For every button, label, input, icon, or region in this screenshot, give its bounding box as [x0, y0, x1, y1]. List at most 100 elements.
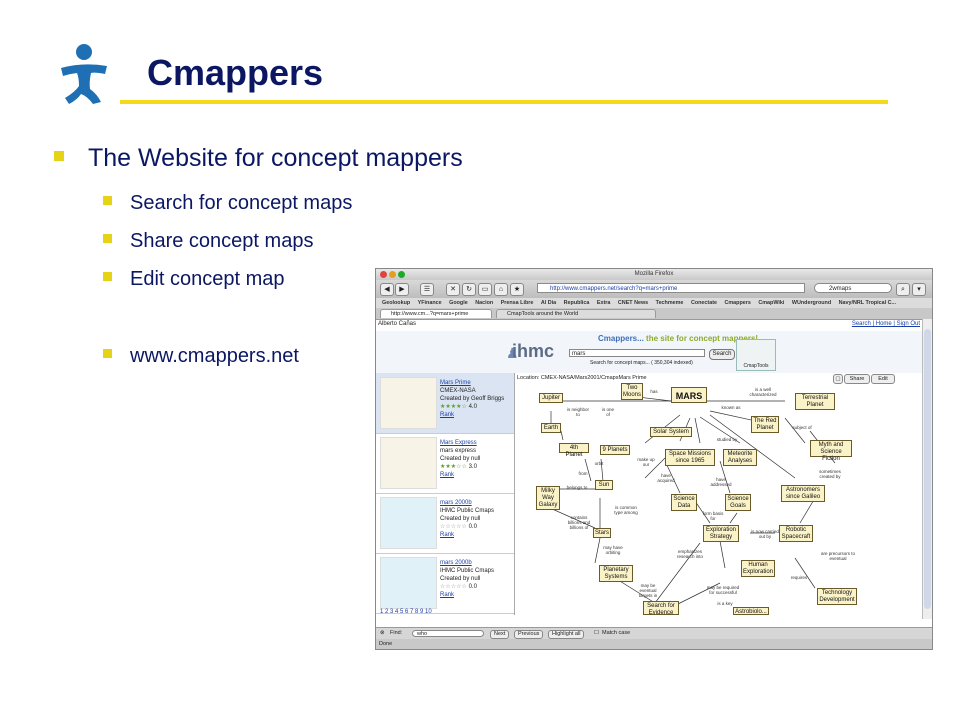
- result-title[interactable]: mars 2000b: [440, 500, 472, 506]
- link-phrase[interactable]: subject of: [792, 425, 812, 430]
- edit-button[interactable]: Edit: [871, 374, 895, 384]
- search-button[interactable]: Search: [709, 349, 735, 360]
- bookmark-icon[interactable]: ★: [510, 283, 524, 296]
- link-phrase[interactable]: have addressed: [710, 477, 732, 487]
- forward-arrow-icon[interactable]: ▶: [395, 283, 409, 296]
- bookmark-item[interactable]: WUnderground: [791, 300, 832, 306]
- vertical-scrollbar[interactable]: [922, 319, 932, 619]
- reload-icon[interactable]: ↻: [462, 283, 476, 296]
- concept-node[interactable]: Earth: [541, 423, 561, 433]
- stop-icon[interactable]: ✕: [446, 283, 460, 296]
- search-engine-input[interactable]: 2wmaps: [814, 283, 892, 293]
- tab-search[interactable]: http://www.cm...?q=mars+prime: [380, 309, 492, 318]
- link-phrase[interactable]: has: [650, 389, 658, 394]
- link-phrase[interactable]: is now carried out by: [751, 529, 779, 539]
- rank-link[interactable]: Rank: [440, 472, 455, 478]
- concept-node[interactable]: Search for Evidence: [643, 601, 679, 616]
- link-phrase[interactable]: is one of: [601, 407, 614, 417]
- bookmark-item[interactable]: CNET News: [617, 300, 649, 306]
- find-input[interactable]: who: [412, 630, 484, 637]
- link-phrase[interactable]: is a key: [717, 601, 733, 606]
- link-phrase[interactable]: contains billions and billions of: [567, 515, 591, 530]
- bookmark-item[interactable]: Republica: [563, 300, 590, 306]
- bookmark-item[interactable]: Nacion: [475, 300, 494, 306]
- concept-node[interactable]: Two Moons: [621, 383, 643, 400]
- concept-node[interactable]: The Red Planet: [751, 416, 779, 433]
- concept-node[interactable]: Sun: [595, 480, 613, 490]
- map-thumbnail[interactable]: [380, 437, 437, 489]
- cmaptools-logo[interactable]: CmapTools: [736, 339, 776, 371]
- bookmark-item[interactable]: Al Dia: [540, 300, 557, 306]
- print-icon[interactable]: ▭: [478, 283, 492, 296]
- result-title[interactable]: Mars Express: [440, 440, 477, 446]
- map-thumbnail[interactable]: [380, 497, 437, 549]
- concept-node[interactable]: Jupiter: [539, 393, 563, 403]
- bookmark-item[interactable]: Geolookup: [382, 300, 411, 306]
- history-icon[interactable]: ☰: [420, 283, 434, 296]
- rank-link[interactable]: Rank: [440, 412, 455, 418]
- map-thumbnail[interactable]: [380, 557, 437, 609]
- find-previous-button[interactable]: Previous: [514, 630, 544, 639]
- bookmark-item[interactable]: Cmappers: [724, 300, 751, 306]
- concept-node[interactable]: Solar System: [650, 427, 692, 437]
- link-phrase[interactable]: orbit: [594, 461, 604, 466]
- search-icon[interactable]: ⌕: [896, 283, 910, 296]
- match-case-checkbox[interactable]: ☐: [594, 630, 599, 636]
- home-icon[interactable]: ⌂: [494, 283, 508, 296]
- concept-node[interactable]: Science Data: [671, 494, 697, 511]
- concept-node[interactable]: MARS: [671, 387, 707, 403]
- link-phrase[interactable]: are precursors to eventual: [821, 551, 856, 561]
- concept-node[interactable]: Robotic Spacecraft: [779, 525, 813, 542]
- bookmark-item[interactable]: YFinance: [417, 300, 442, 306]
- link-phrase[interactable]: studied by: [716, 437, 738, 442]
- link-phrase[interactable]: belongs to: [566, 485, 588, 490]
- minimize-window-icon[interactable]: [389, 271, 396, 278]
- concept-node[interactable]: Science Goals: [725, 494, 751, 511]
- concept-node[interactable]: 9 Planets: [600, 445, 630, 455]
- pagination-links[interactable]: 1 2 3 4 5 6 7 8 9 10: [380, 609, 432, 615]
- link-phrase[interactable]: emphasizes research into: [676, 549, 703, 559]
- link-phrase[interactable]: requires: [790, 575, 808, 580]
- address-bar[interactable]: http://www.cmappers.net/search?q=mars+pr…: [537, 283, 805, 293]
- user-links[interactable]: Search | Home | Sign Out: [851, 321, 920, 327]
- concept-node[interactable]: Stars: [593, 528, 611, 538]
- bookmark-item[interactable]: Conectate: [690, 300, 717, 306]
- rank-link[interactable]: Rank: [440, 592, 455, 598]
- concept-node[interactable]: 4th Planet: [559, 443, 589, 458]
- concept-node[interactable]: Planetary Systems: [599, 565, 633, 582]
- concept-node[interactable]: Human Exploration: [741, 560, 775, 577]
- find-next-button[interactable]: Next: [490, 630, 510, 639]
- cmap-search-input[interactable]: mars: [569, 349, 705, 357]
- link-phrase[interactable]: is common type among: [614, 505, 638, 515]
- link-phrase[interactable]: make up our: [637, 457, 655, 467]
- concept-node[interactable]: Meteorite Analyses: [723, 449, 757, 466]
- concept-node[interactable]: Exploration Strategy: [703, 525, 739, 542]
- highlight-all-button[interactable]: Highlight all: [548, 630, 585, 639]
- menu-icon[interactable]: ▾: [912, 283, 926, 296]
- share-button[interactable]: Share: [844, 374, 870, 384]
- back-arrow-icon[interactable]: ◀: [380, 283, 394, 296]
- tab-cmaptools[interactable]: CmapTools around the World: [496, 309, 656, 318]
- concept-node[interactable]: Space Missions since 1965: [665, 449, 715, 466]
- link-phrase[interactable]: is neighbor to: [566, 407, 589, 417]
- scrollbar-thumb[interactable]: [924, 329, 931, 609]
- window-icon[interactable]: ▢: [833, 374, 843, 384]
- close-window-icon[interactable]: [380, 271, 387, 278]
- link-phrase[interactable]: may be eventual targets in: [638, 583, 658, 598]
- map-thumbnail[interactable]: [380, 377, 437, 429]
- result-title[interactable]: Mars Prime: [440, 380, 471, 386]
- concept-node[interactable]: Terrestrial Planet: [795, 393, 835, 410]
- link-phrase[interactable]: may be required for successful: [706, 585, 740, 595]
- link-phrase[interactable]: have acquired: [657, 473, 675, 483]
- result-title[interactable]: mars 2000b: [440, 560, 472, 566]
- link-phrase[interactable]: may have orbiting: [603, 545, 623, 555]
- concept-node[interactable]: Technology Development: [817, 588, 857, 605]
- concept-node[interactable]: Astrobiolo...: [733, 607, 769, 615]
- bookmark-item[interactable]: Google: [449, 300, 468, 306]
- rank-link[interactable]: Rank: [440, 532, 455, 538]
- bookmark-item[interactable]: Extra: [596, 300, 611, 306]
